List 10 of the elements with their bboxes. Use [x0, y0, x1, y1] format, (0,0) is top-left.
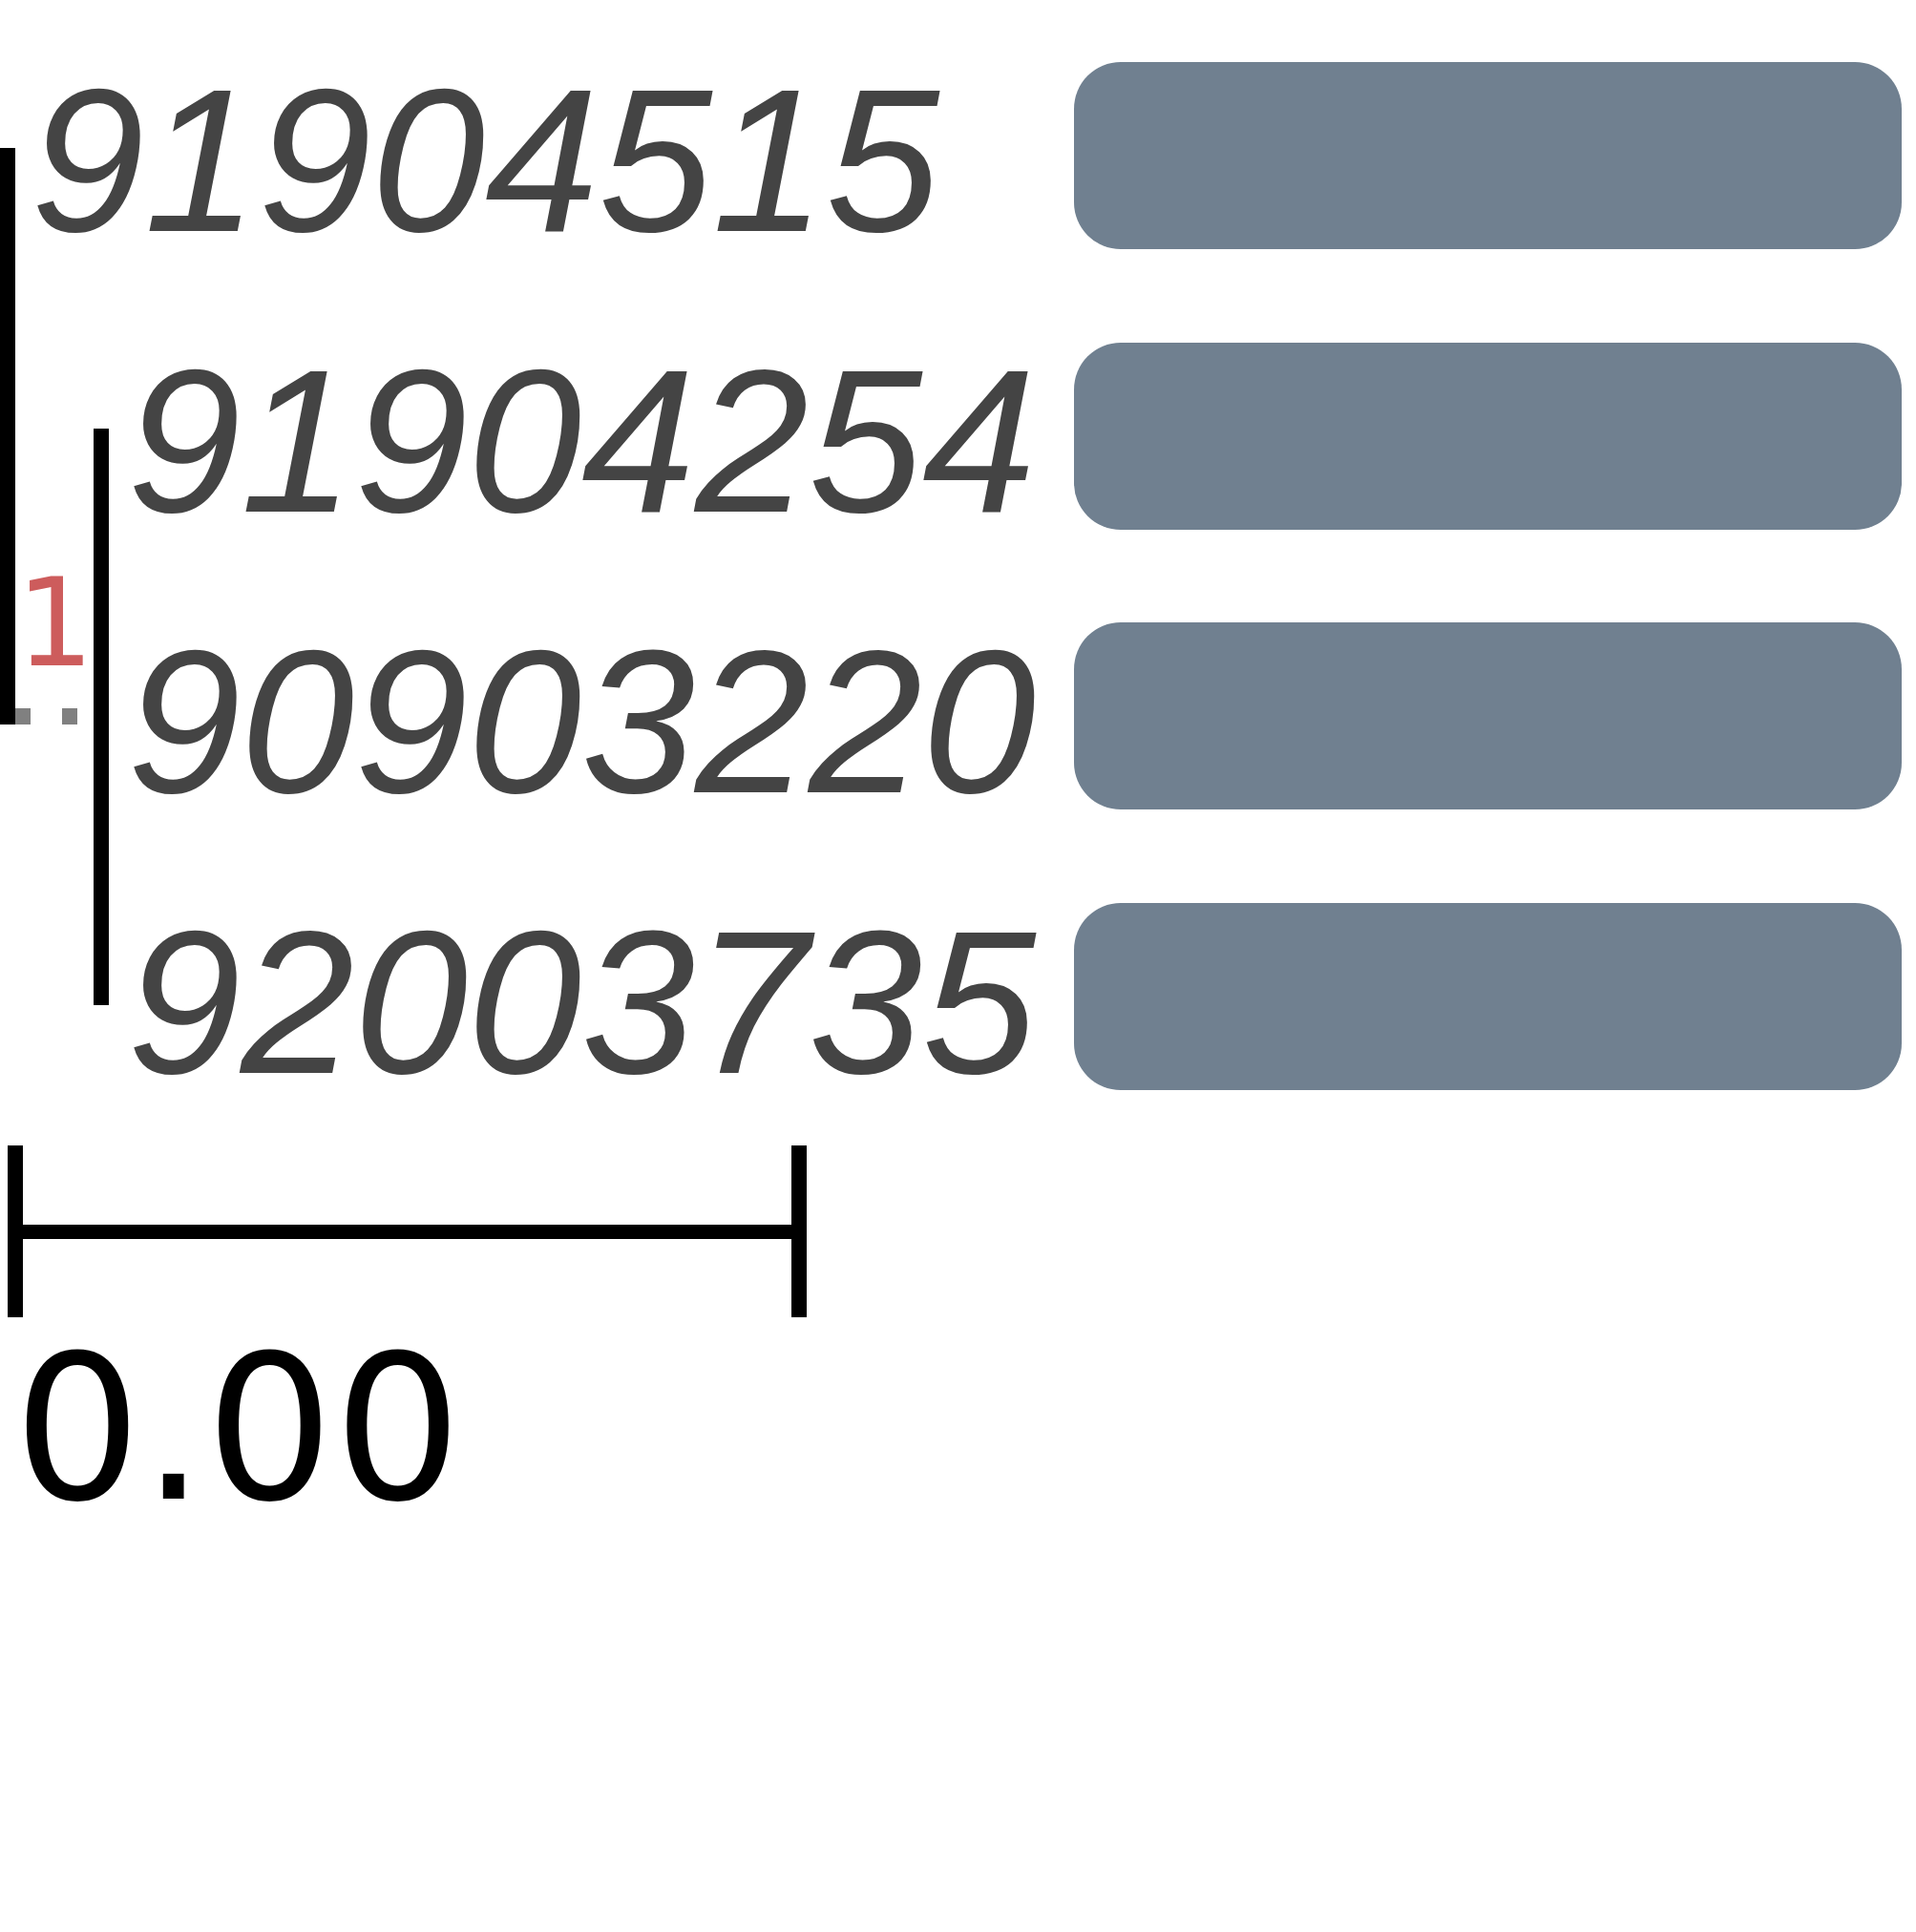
annotation-bar	[1074, 62, 1902, 249]
annotation-bar	[1074, 903, 1902, 1090]
leaf-label: 91904254	[127, 339, 1037, 543]
bootstrap-value: 1	[16, 562, 95, 684]
leaf-label: 92003735	[127, 900, 1037, 1104]
leaf-label: 91904515	[31, 58, 940, 262]
leaf-label: 90903220	[127, 620, 1037, 824]
annotation-bar	[1074, 343, 1902, 530]
scale-value: 0.00	[13, 1329, 462, 1530]
annotation-bar	[1074, 622, 1902, 809]
